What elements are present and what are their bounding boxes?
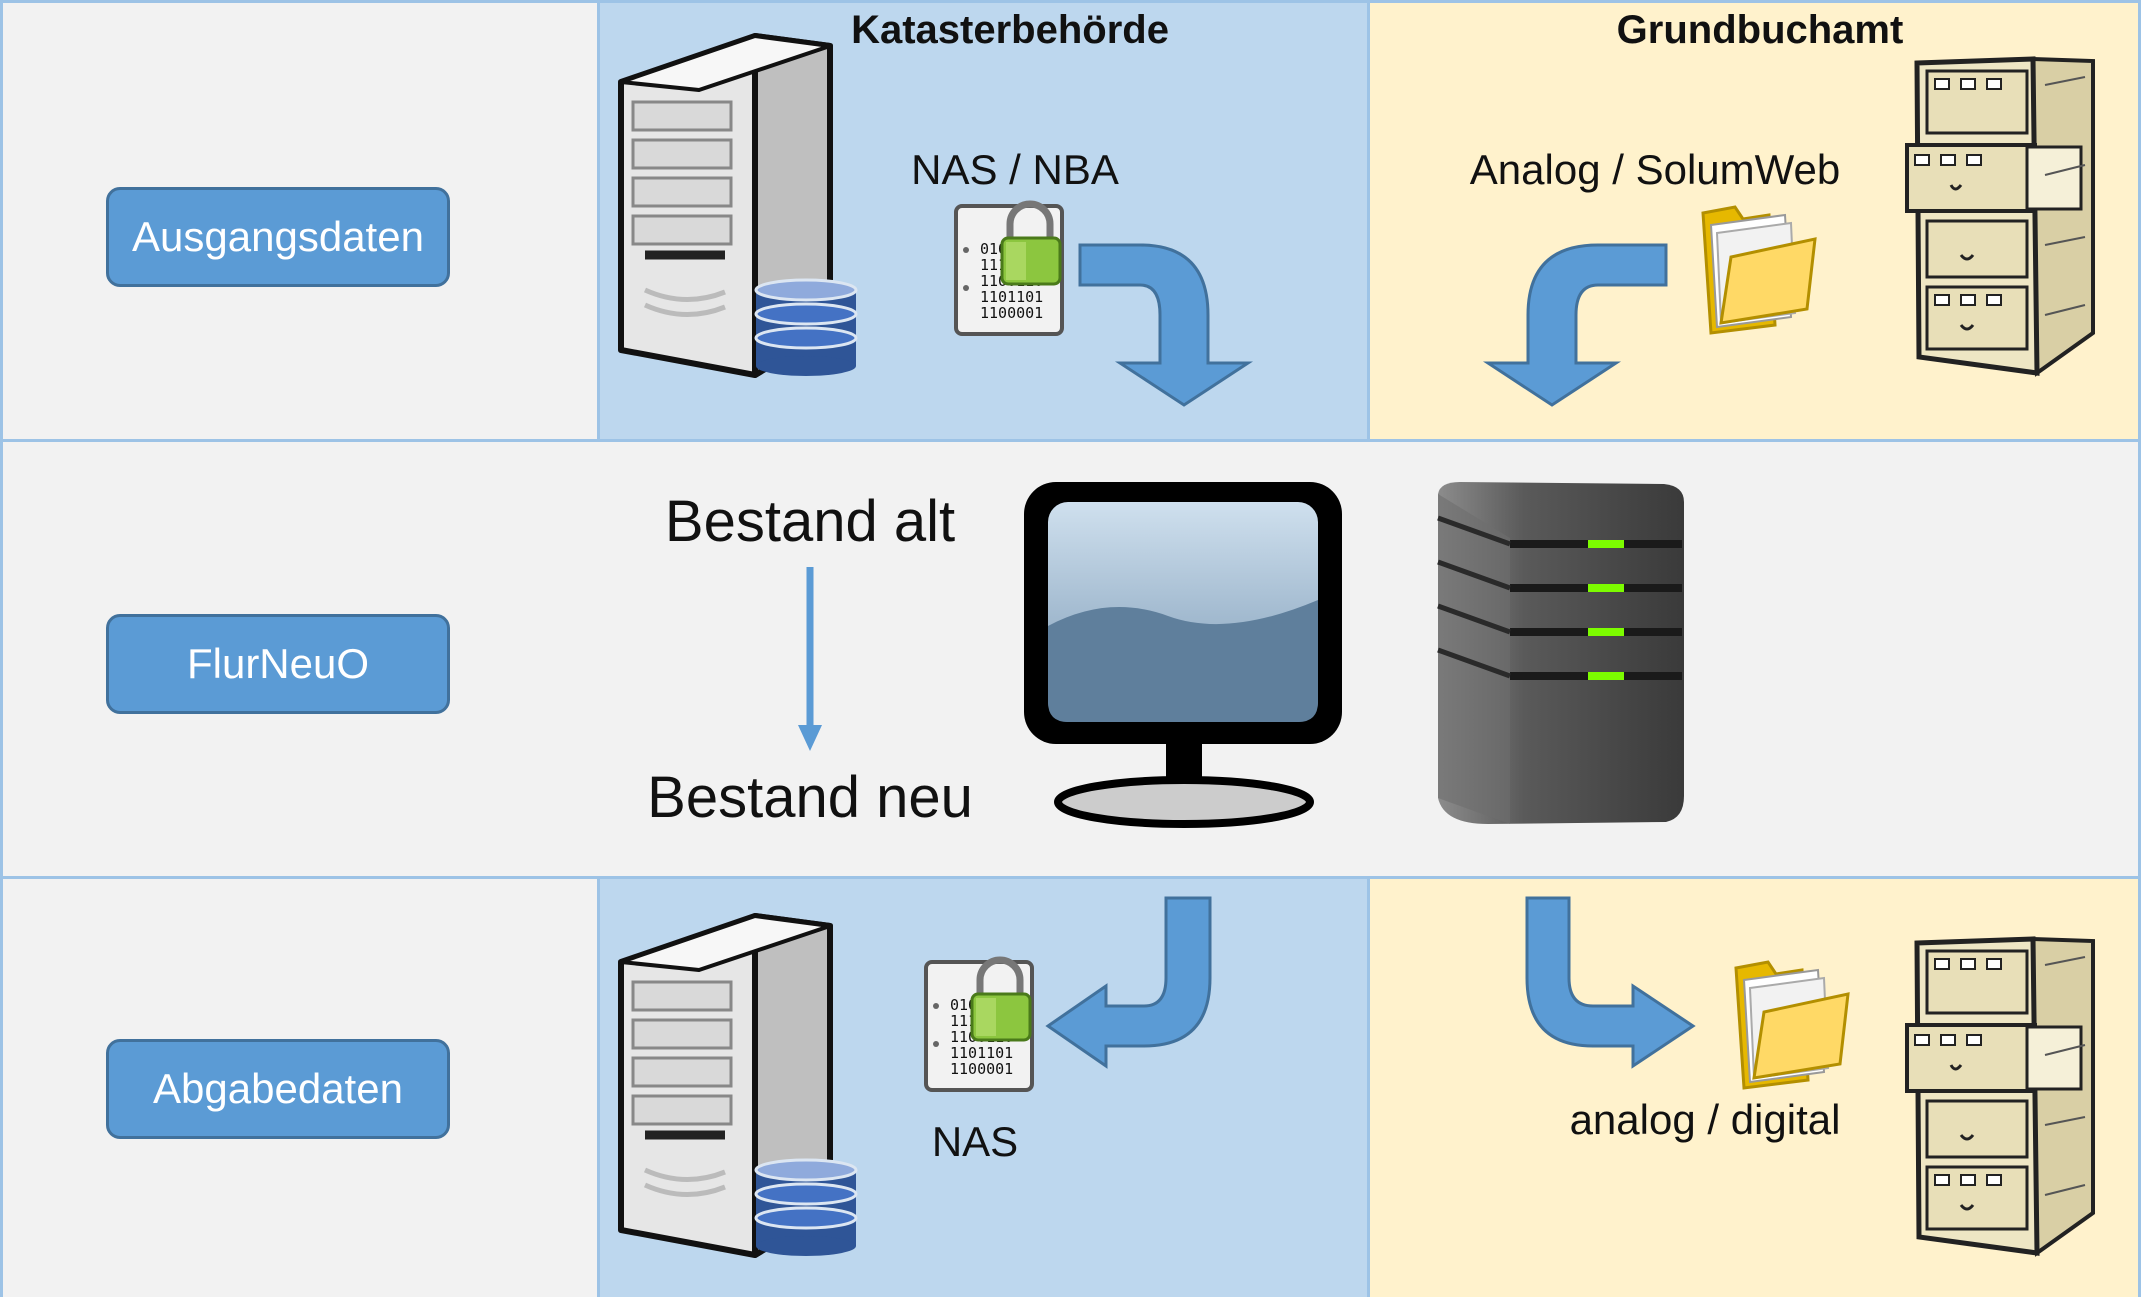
file-code-line-2: 111 (980, 256, 1007, 274)
heading-grundbuchamt: Grundbuchamt (1616, 8, 1904, 52)
file-code-line-1: 010 (980, 240, 1007, 258)
file-code-line-5: 1100001 (980, 304, 1043, 322)
database-icon (754, 1158, 858, 1256)
arrow-flurneuo-to-kataster (1045, 896, 1212, 1069)
label-analog-digital: analog / digital (1569, 1096, 1841, 1143)
row-label-ausgangsdaten[interactable]: Ausgangsdaten (106, 187, 450, 287)
filing-cabinet-icon (1905, 936, 2095, 1257)
heading-katasterbehoerde: Katasterbehörde (851, 8, 1169, 52)
label-bestand-alt: Bestand alt (664, 489, 956, 554)
monitor-icon (1024, 482, 1342, 828)
locked-data-file-icon: 010 111 1100110 1101101 1100001 (954, 200, 1064, 336)
rack-led-2 (1588, 584, 1624, 592)
database-icon (754, 278, 858, 376)
label-analog-solumweb: Analog / SolumWeb (1469, 146, 1841, 193)
file-code-line-1: 010 (950, 996, 977, 1014)
label-bestand-neu: Bestand neu (647, 765, 973, 830)
file-code-line-2: 111 (950, 1012, 977, 1030)
row-label-abgabedaten[interactable]: Abgabedaten (106, 1039, 450, 1139)
arrow-bestand-alt-to-neu (798, 567, 822, 751)
rack-server-icon (1437, 482, 1684, 824)
folder-icon (1734, 960, 1850, 1090)
folder-icon (1701, 205, 1817, 335)
locked-data-file-icon: 010 111 1100110 1101101 1100001 (924, 956, 1034, 1092)
label-nas: NAS (931, 1118, 1019, 1165)
row-label-flurneuo[interactable]: FlurNeuO (106, 614, 450, 714)
rack-led-4 (1588, 672, 1624, 680)
arrow-kataster-to-flurneuo (1078, 243, 1254, 407)
label-nas-nba: NAS / NBA (911, 146, 1119, 193)
rack-led-3 (1588, 628, 1624, 636)
file-code-line-5: 1100001 (950, 1060, 1013, 1078)
filing-cabinet-icon (1905, 56, 2095, 377)
arrow-grundbuch-to-flurneuo (1482, 243, 1668, 407)
file-code-line-4: 1101101 (980, 288, 1043, 306)
file-code-line-4: 1101101 (950, 1044, 1013, 1062)
rack-led-1 (1588, 540, 1624, 548)
arrow-flurneuo-to-grundbuch (1525, 896, 1696, 1069)
